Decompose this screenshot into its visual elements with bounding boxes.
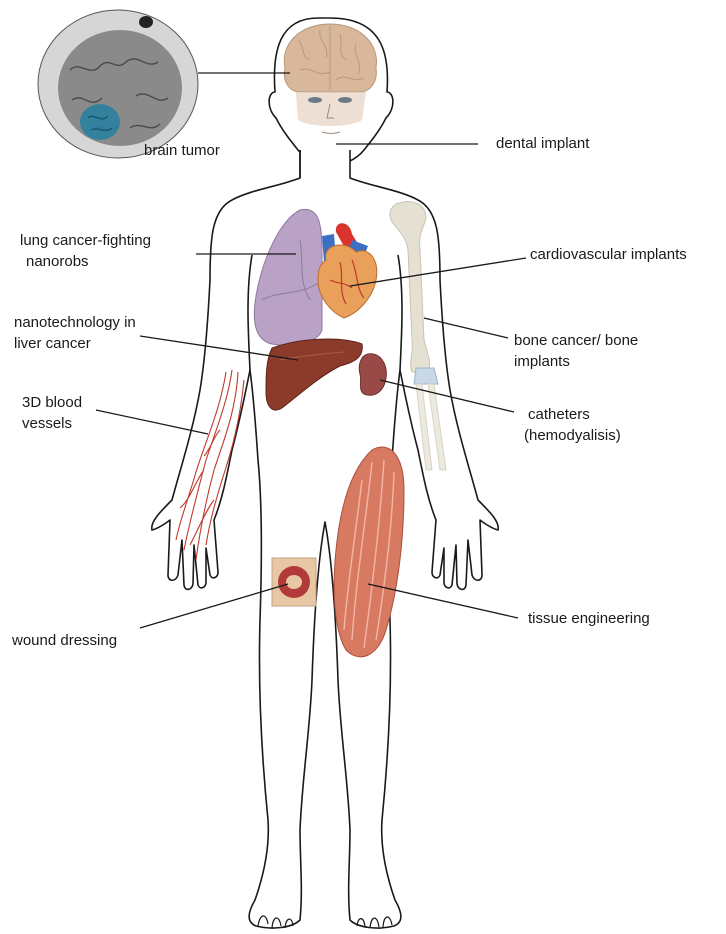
tumor-region [80, 104, 120, 140]
wound-inner [286, 575, 302, 589]
label-liver-line1: nanotechnology in [14, 312, 136, 333]
label-vessels: 3D blood vessels [22, 392, 82, 434]
label-vessels-line2: vessels [22, 413, 82, 434]
label-liver: nanotechnology in liver cancer [14, 312, 136, 354]
kidney-illustration [359, 354, 386, 395]
face-tint [296, 92, 366, 126]
label-brain-tumor: brain tumor [144, 140, 220, 161]
label-liver-line2: liver cancer [14, 333, 136, 354]
scan-eye-icon [139, 16, 153, 28]
label-lung-line2: nanorobs [20, 251, 151, 272]
label-bone-line1: bone cancer/ bone [514, 330, 638, 351]
label-cardio: cardiovascular implants [530, 244, 687, 265]
label-tissue: tissue engineering [528, 608, 650, 629]
label-wound-text: wound dressing [12, 630, 117, 651]
label-cardio-text: cardiovascular implants [530, 244, 687, 265]
label-lung: lung cancer-fighting nanorobs [20, 230, 151, 272]
label-dental-implant-text: dental implant [496, 133, 589, 154]
line-vessels [96, 410, 208, 434]
wound-illustration [272, 558, 316, 606]
label-dental-implant: dental implant [496, 133, 589, 154]
label-lung-line1: lung cancer-fighting [20, 230, 151, 251]
label-vessels-line1: 3D blood [22, 392, 82, 413]
label-catheters-line1: catheters [524, 404, 621, 425]
label-wound: wound dressing [12, 630, 117, 651]
right-eye-icon [338, 97, 352, 103]
label-bone-line2: implants [514, 351, 638, 372]
label-brain-tumor-text: brain tumor [144, 140, 220, 161]
label-catheters: catheters (hemodyalisis) [524, 404, 621, 446]
label-tissue-text: tissue engineering [528, 608, 650, 629]
scan-brain [58, 30, 182, 146]
label-catheters-line2: (hemodyalisis) [524, 425, 621, 446]
label-bone: bone cancer/ bone implants [514, 330, 638, 372]
left-eye-icon [308, 97, 322, 103]
bone-joint [414, 368, 438, 384]
brain-scan-inset [38, 10, 198, 158]
